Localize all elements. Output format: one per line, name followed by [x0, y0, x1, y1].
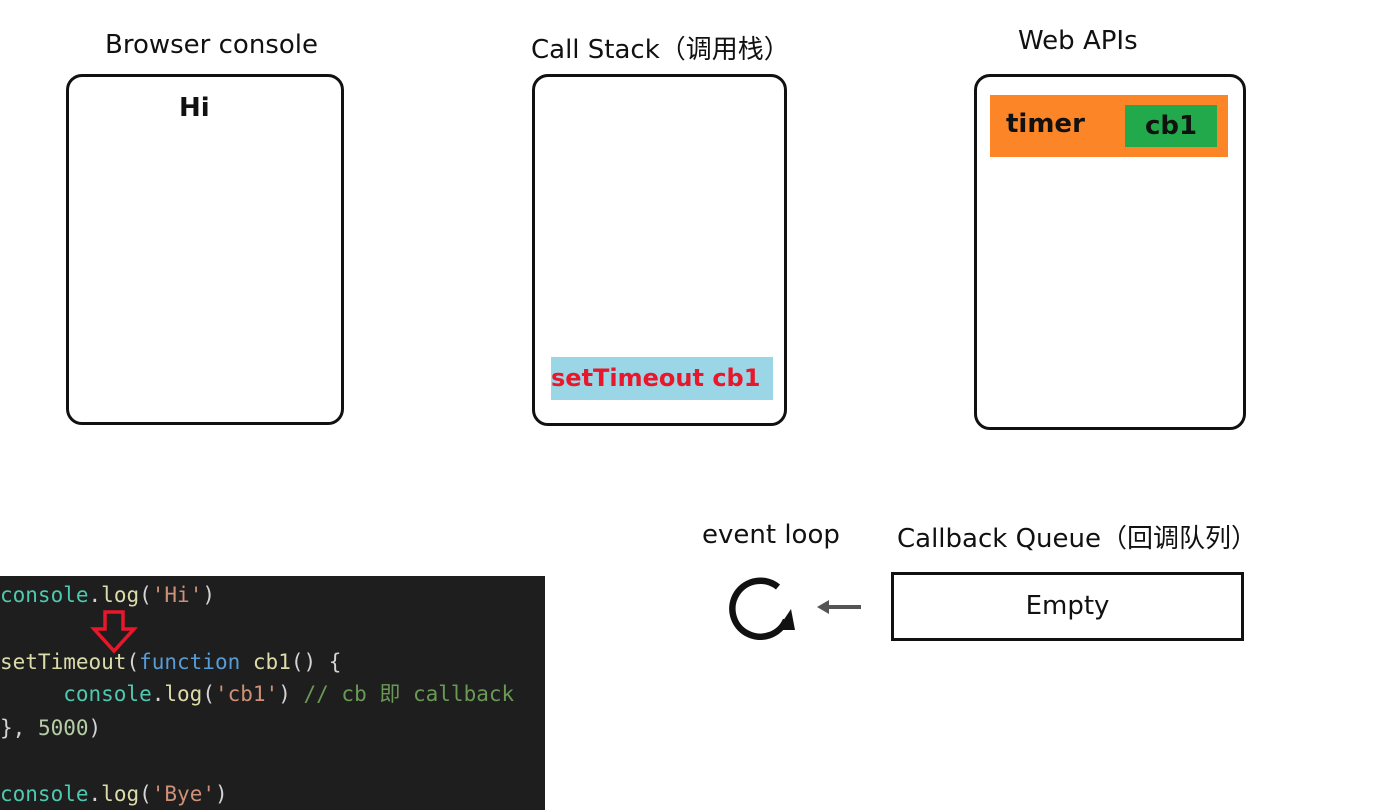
code-token: 'Hi' [151, 583, 203, 607]
timer-label: timer [1006, 109, 1085, 139]
code-token: }, [0, 716, 38, 740]
code-token: console [0, 583, 89, 607]
code-token: // cb 即 callback [303, 682, 515, 706]
callback-queue-title: Callback Queue（回调队列） [897, 524, 1258, 554]
code-token: ) [214, 782, 228, 806]
code-token: log [101, 583, 140, 607]
code-token: setTimeout [0, 650, 127, 674]
code-token [240, 650, 253, 674]
code-line: console.log('Hi') [0, 580, 215, 610]
code-line: }, 5000) [0, 713, 101, 743]
code-token: ) [88, 716, 102, 740]
browser-console-title: Browser console [105, 30, 318, 60]
callback-queue-box: Empty [891, 572, 1244, 641]
left-arrow-icon [817, 600, 861, 614]
code-token: 5000 [37, 716, 89, 740]
code-token: ( [139, 583, 152, 607]
console-output-line: Hi [179, 93, 210, 123]
code-token: ) [278, 682, 304, 706]
code-token: ( [126, 650, 140, 674]
code-token: console [0, 782, 89, 806]
web-apis-panel: timer cb1 [974, 74, 1246, 430]
code-editor: console.log('Hi')setTimeout(function cb1… [0, 576, 545, 810]
code-token: . [151, 682, 165, 706]
code-token: ( [202, 682, 215, 706]
code-token: 'cb1' [214, 682, 279, 706]
web-apis-title: Web APIs [1018, 26, 1138, 56]
callback-chip: cb1 [1125, 105, 1217, 147]
code-token: . [88, 583, 102, 607]
code-line: setTimeout(function cb1() { [0, 647, 341, 677]
code-token: () { [290, 650, 342, 674]
code-token: function [139, 650, 241, 674]
code-line: console.log('cb1') // cb 即 callback [0, 679, 514, 709]
code-line: console.log('Bye') [0, 779, 228, 809]
call-stack-panel: setTimeout cb1 [532, 74, 787, 426]
code-token: log [164, 682, 203, 706]
arrow-down-icon [90, 610, 138, 654]
code-token: console [63, 682, 152, 706]
browser-console-panel: Hi [66, 74, 344, 425]
code-token: 'Bye' [151, 782, 215, 806]
callback-queue-content: Empty [1025, 591, 1110, 621]
code-token: cb1 [252, 650, 291, 674]
stack-frame: setTimeout cb1 [551, 357, 773, 400]
event-loop-title: event loop [702, 520, 840, 550]
refresh-loop-icon [729, 577, 795, 640]
code-token: ) [202, 583, 215, 607]
timer-block: timer cb1 [990, 95, 1228, 157]
code-token: log [101, 782, 140, 806]
code-token: . [88, 782, 102, 806]
call-stack-title: Call Stack（调用栈） [531, 35, 790, 65]
code-token: ( [139, 782, 152, 806]
code-token [0, 682, 63, 706]
